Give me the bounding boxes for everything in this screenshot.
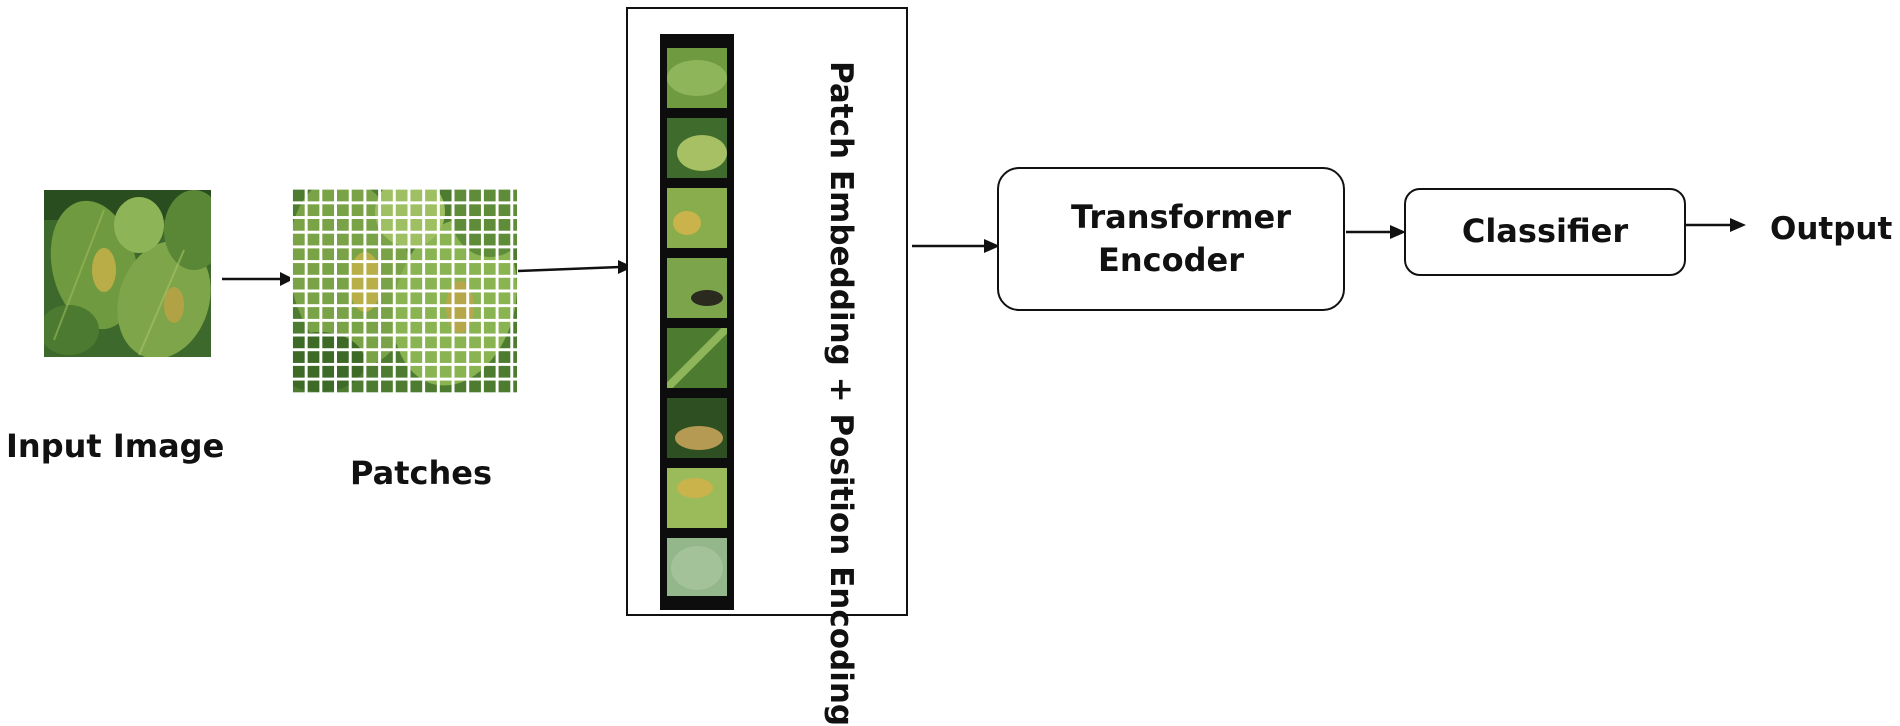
arrow-patches-to-embedding — [518, 260, 633, 274]
embedding-patch-8 — [667, 538, 727, 596]
embedding-patch-2 — [667, 118, 727, 178]
transformer-encoder-label: Transformer Encoder — [1071, 197, 1292, 279]
input-image — [44, 190, 211, 357]
classifier-label: Classifier — [1461, 212, 1629, 251]
embedding-patch-6 — [667, 398, 727, 458]
arrow-classifier-to-output — [1686, 218, 1746, 232]
embedding-label: Patch Embedding + Position Encoding — [823, 61, 859, 726]
transformer-encoder-box: Transformer Encoder — [997, 167, 1345, 311]
embedding-patch-4 — [667, 258, 727, 318]
arrow-input-to-patches — [222, 272, 294, 286]
patches-grid — [290, 172, 517, 394]
output-label: Output — [1770, 211, 1893, 247]
embedding-patch-7 — [667, 468, 727, 528]
embedding-patch-strip — [660, 34, 734, 610]
arrow-transformer-to-classifier — [1346, 225, 1406, 239]
input-image-label: Input Image — [6, 427, 225, 465]
patches-label: Patches — [350, 454, 492, 492]
embedding-patch-3 — [667, 188, 727, 248]
embedding-patch-1 — [667, 48, 727, 108]
classifier-box: Classifier — [1404, 188, 1686, 276]
arrow-embedding-to-transformer — [912, 239, 1000, 253]
embedding-patch-5 — [667, 328, 727, 388]
patch-embedding-frame: Patch Embedding + Position Encoding — [626, 7, 908, 726]
